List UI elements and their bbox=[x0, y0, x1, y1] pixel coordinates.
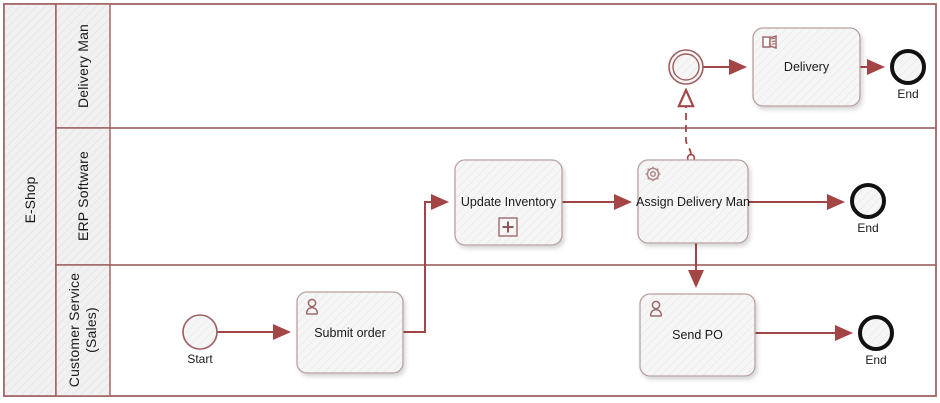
gear-icon bbox=[645, 166, 661, 182]
start-event[interactable] bbox=[182, 314, 218, 350]
lane-header-customer-service bbox=[55, 264, 111, 397]
intermediate-catch-event[interactable] bbox=[668, 49, 704, 85]
end-event-delivery[interactable] bbox=[890, 49, 926, 85]
end-event-sales[interactable] bbox=[858, 315, 894, 351]
task-send-po[interactable] bbox=[639, 293, 756, 377]
manual-hand-icon bbox=[762, 34, 777, 50]
user-icon-send-po bbox=[649, 300, 663, 317]
task-update-inventory[interactable] bbox=[454, 159, 563, 246]
task-assign-delivery-man[interactable] bbox=[637, 159, 749, 244]
connection-layer bbox=[217, 59, 885, 341]
flow-submit-to-update[interactable] bbox=[403, 194, 449, 333]
pool-header bbox=[3, 3, 57, 397]
message-flow-assign-to-intermediate[interactable] bbox=[686, 90, 691, 156]
end-event-erp[interactable] bbox=[850, 183, 886, 219]
plus-marker-icon bbox=[498, 217, 518, 237]
lane-header-erp-software bbox=[55, 127, 111, 266]
task-delivery[interactable] bbox=[752, 27, 861, 107]
lane-customer-service[interactable] bbox=[55, 264, 937, 397]
lane-header-delivery-man bbox=[55, 3, 111, 129]
user-icon-submit-order bbox=[305, 298, 319, 315]
task-submit-order[interactable] bbox=[296, 291, 404, 374]
